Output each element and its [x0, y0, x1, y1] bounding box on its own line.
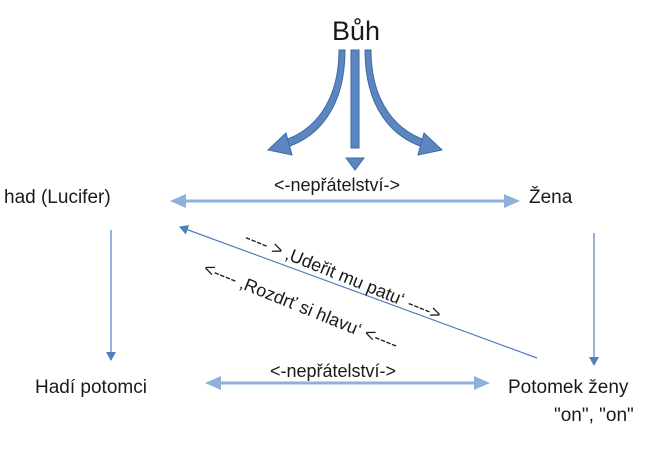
god-split-arrow-icon — [266, 49, 444, 171]
enmity-bottom-label: <-nepřátelství-> — [270, 361, 397, 381]
enmity-bottom-arrow — [205, 376, 490, 390]
god-label: Bůh — [332, 16, 381, 46]
woman-offspring-pronouns: "on", "on" — [554, 405, 634, 426]
snake-offspring-label: Hadí potomci — [35, 377, 147, 398]
diagonal-conflict-arrow — [179, 225, 538, 359]
snake-label: had (Lucifer) — [4, 187, 111, 208]
enmity-top-arrow — [170, 194, 520, 208]
woman-label: Žena — [529, 187, 573, 208]
woman-offspring-label: Potomek ženy — [508, 377, 629, 398]
enmity-top-label: <-nepřátelství-> — [274, 175, 401, 195]
